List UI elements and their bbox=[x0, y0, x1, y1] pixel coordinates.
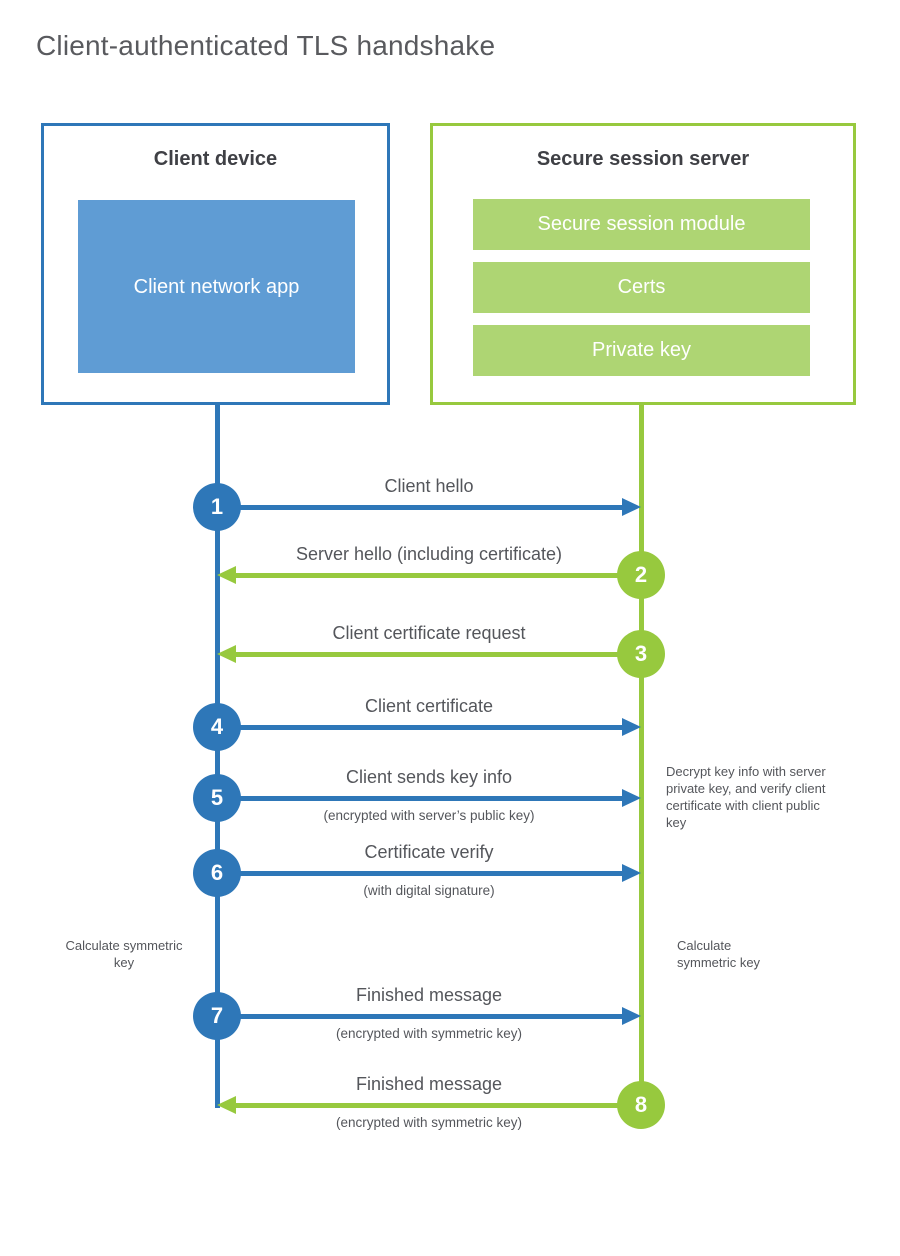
arrow-line bbox=[217, 1014, 623, 1019]
arrow-line bbox=[217, 796, 623, 801]
secure-session-server-title: Secure session server bbox=[536, 148, 750, 170]
secure-session-server-box: Secure session server Secure session mod… bbox=[430, 123, 856, 405]
arrow-right-icon bbox=[622, 718, 641, 736]
calculate-symmetric-key-left-note: Calculate symmetric key bbox=[65, 938, 183, 970]
client-network-app-label: Client network app bbox=[133, 275, 300, 298]
client-lifeline bbox=[215, 404, 220, 1108]
message-sublabel: (with digital signature) bbox=[363, 883, 495, 898]
step-circle-2: 2 bbox=[617, 551, 665, 599]
message-label: Server hello (including certificate) bbox=[295, 544, 563, 564]
step-circle-4: 4 bbox=[193, 703, 241, 751]
step-circle-6: 6 bbox=[193, 849, 241, 897]
arrow-line bbox=[217, 505, 623, 510]
decrypt-note: Decrypt key info with server private key… bbox=[666, 764, 826, 830]
message-label: Client hello bbox=[384, 476, 474, 496]
message-sublabel: (encrypted with server’s public key) bbox=[323, 808, 535, 823]
message-sublabel: (encrypted with symmetric key) bbox=[335, 1026, 523, 1041]
arrow-left-icon bbox=[217, 1096, 236, 1114]
message-label: Finished message bbox=[355, 985, 503, 1005]
step-circle-1: 1 bbox=[193, 483, 241, 531]
arrow-left-icon bbox=[217, 566, 236, 584]
server-module-certs: Certs bbox=[473, 262, 810, 313]
page-title: Client-authenticated TLS handshake bbox=[36, 30, 496, 61]
calculate-symmetric-key-right-note: Calculate symmetric key bbox=[677, 938, 761, 970]
client-device-title: Client device bbox=[153, 148, 278, 170]
message-sublabel: (encrypted with symmetric key) bbox=[335, 1115, 523, 1130]
arrow-right-icon bbox=[622, 864, 641, 882]
client-network-app-box: Client network app bbox=[78, 200, 355, 373]
arrow-right-icon bbox=[622, 1007, 641, 1025]
step-circle-3: 3 bbox=[617, 630, 665, 678]
step-circle-5: 5 bbox=[193, 774, 241, 822]
message-label: Certificate verify bbox=[364, 842, 494, 862]
arrow-line bbox=[217, 871, 623, 876]
message-label: Finished message bbox=[355, 1074, 503, 1094]
message-label: Client sends key info bbox=[345, 767, 513, 787]
message-label: Client certificate bbox=[364, 696, 494, 716]
step-circle-8: 8 bbox=[617, 1081, 665, 1129]
arrow-left-icon bbox=[217, 645, 236, 663]
server-lifeline bbox=[639, 404, 644, 1105]
message-label: Client certificate request bbox=[332, 623, 526, 643]
server-module-secure-session: Secure session module bbox=[473, 199, 810, 250]
arrow-line bbox=[235, 573, 641, 578]
server-module-private-key: Private key bbox=[473, 325, 810, 376]
step-circle-7: 7 bbox=[193, 992, 241, 1040]
arrow-line bbox=[217, 725, 623, 730]
arrow-line bbox=[235, 652, 641, 657]
client-device-box: Client device Client network app bbox=[41, 123, 390, 405]
arrow-right-icon bbox=[622, 789, 641, 807]
arrow-line bbox=[235, 1103, 641, 1108]
arrow-right-icon bbox=[622, 498, 641, 516]
